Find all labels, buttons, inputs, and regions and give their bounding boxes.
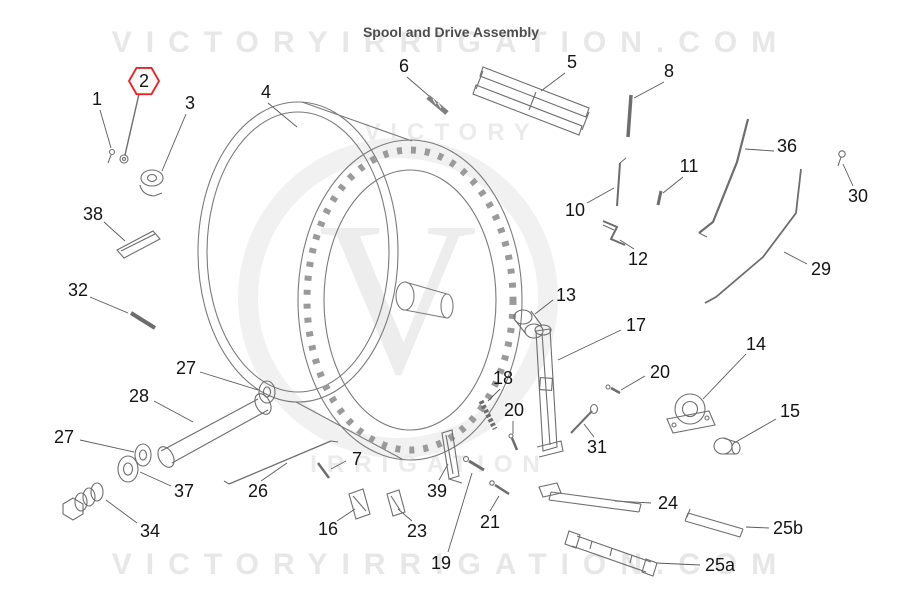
part-37-drawing (117, 455, 139, 483)
part-label-1: 1 (91, 89, 103, 109)
part-label-4: 4 (260, 82, 272, 102)
part-label-10: 10 (564, 200, 586, 220)
part-label-6: 6 (398, 56, 410, 76)
part-label-37: 37 (173, 481, 195, 501)
part-label-25a: 25a (704, 555, 736, 575)
part-label-18: 18 (492, 368, 514, 388)
watermark-center-word-bottom: IRRIGATION (310, 451, 550, 478)
part-11-drawing (656, 190, 663, 206)
part-23-drawing (386, 489, 406, 517)
part-26-drawing (223, 440, 339, 485)
part-20-right-drawing (605, 384, 621, 395)
part-label-5: 5 (566, 52, 578, 72)
part-8-drawing (626, 94, 633, 138)
watermark-center-word-top: VICTORY (364, 119, 539, 146)
part-12-drawing (602, 220, 626, 246)
part-32-drawing (129, 311, 157, 330)
part-label-34: 34 (139, 521, 161, 541)
part-label-39: 39 (426, 481, 448, 501)
leader-lines (79, 72, 854, 566)
part-label-25b: 25b (772, 518, 804, 538)
part-17-drawing (534, 324, 564, 458)
part-label-20: 20 (649, 362, 671, 382)
part-label-32: 32 (67, 280, 89, 300)
part-label-2: 2 (127, 66, 161, 96)
part-14-drawing (666, 393, 716, 434)
part-label-24: 24 (657, 493, 679, 513)
part-3-drawing (139, 169, 164, 197)
small-parts (62, 66, 846, 577)
spool-drawing (197, 101, 523, 461)
part-label-20: 20 (503, 400, 525, 420)
part-label-29: 29 (810, 259, 832, 279)
part-label-13: 13 (555, 285, 577, 305)
part-label-21: 21 (479, 512, 501, 532)
part-18-drawing (478, 399, 498, 431)
part-6-drawing (426, 95, 449, 115)
part-label-19: 19 (430, 553, 452, 573)
part-10-drawing (616, 157, 627, 207)
part-label-27: 27 (175, 358, 197, 378)
part-label-16: 16 (317, 519, 339, 539)
part-25b-drawing (684, 508, 744, 538)
part-label-3: 3 (184, 93, 196, 113)
part-21-drawing (489, 480, 510, 496)
part-28-drawing (157, 393, 272, 468)
part-39-drawing (441, 429, 463, 484)
part-7-drawing (316, 462, 331, 479)
part-label-23: 23 (406, 521, 428, 541)
part-25a-drawing (564, 530, 658, 577)
part-label-30: 30 (847, 186, 869, 206)
part-2-drawing (119, 93, 140, 164)
part-31-drawing (570, 403, 599, 434)
part-label-31: 31 (586, 437, 608, 457)
part-label-28: 28 (128, 386, 150, 406)
part-label-27: 27 (53, 427, 75, 447)
part-label-15: 15 (779, 401, 801, 421)
part-16-drawing (348, 488, 371, 520)
watermark-top: VICTORYIRRIGATION.COM (111, 26, 791, 59)
part-1-drawing (107, 148, 116, 164)
part-label-8: 8 (663, 61, 675, 81)
part-label-7: 7 (351, 449, 363, 469)
part-38-drawing (116, 230, 161, 259)
part-label-36: 36 (776, 136, 798, 156)
part-36-drawing (698, 118, 750, 238)
part-label-12: 12 (627, 249, 649, 269)
part-label-38: 38 (82, 204, 104, 224)
part-34-drawing (62, 482, 104, 521)
part-15-drawing (713, 437, 741, 455)
part-29-drawing (704, 168, 802, 304)
part-24-drawing (538, 482, 642, 513)
part-label-11: 11 (679, 156, 699, 176)
part-27-bottom-drawing (134, 443, 152, 467)
watermark-bottom: VICTORYIRRIGATION.COM (111, 548, 791, 581)
part-20-left-drawing (508, 433, 519, 451)
part-label-14: 14 (745, 334, 767, 354)
page-title: Spool and Drive Assembly (362, 24, 540, 40)
part-5-drawing (472, 66, 590, 136)
part-label-26: 26 (247, 481, 269, 501)
part-19-drawing (462, 455, 485, 472)
part-label-17: 17 (625, 315, 647, 335)
part-30-drawing (837, 150, 846, 167)
part-13-drawing (513, 309, 544, 339)
highlight-hexagon (127, 66, 161, 96)
